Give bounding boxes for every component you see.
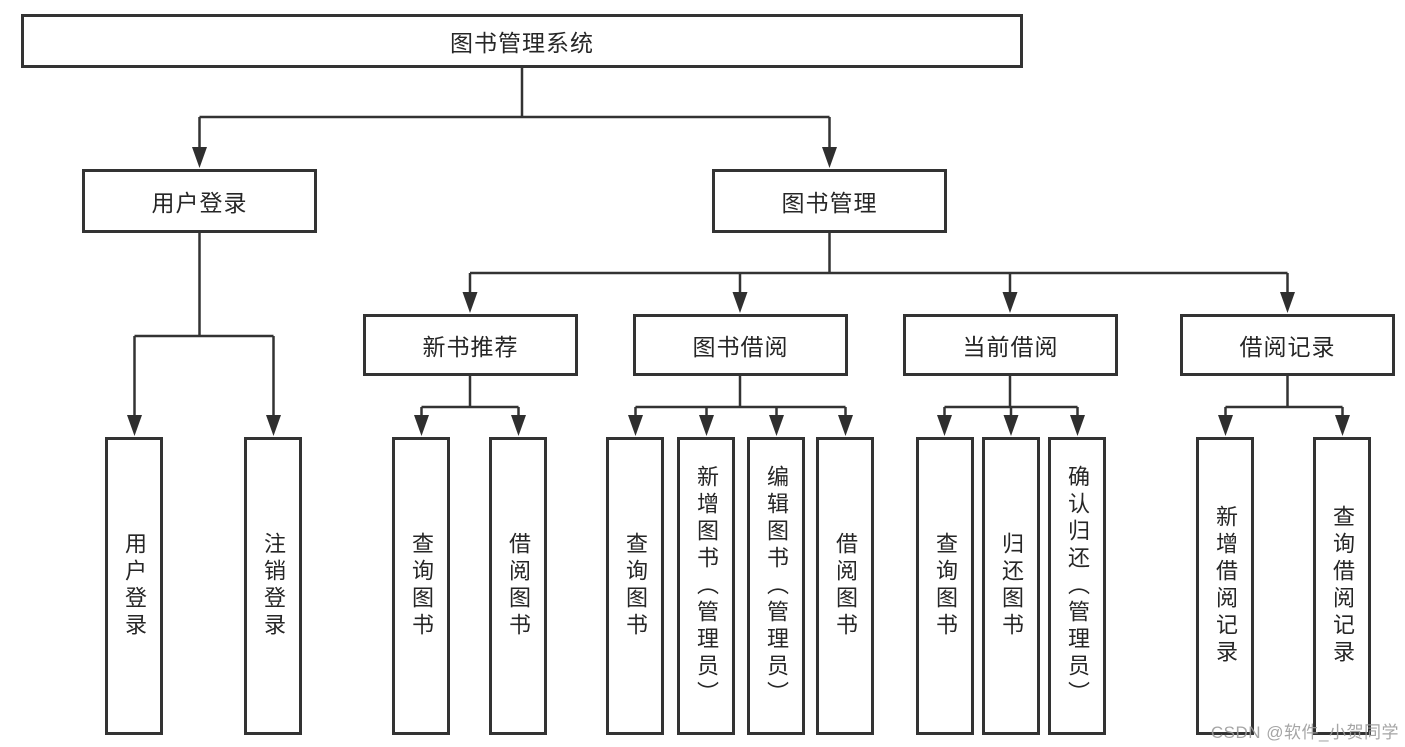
leaf-return-book: 归还图书 bbox=[982, 437, 1040, 735]
leaf-confirm-return-admin: 确认归还（管理员） bbox=[1048, 437, 1106, 735]
node-current-borrowing: 当前借阅 bbox=[903, 314, 1118, 376]
leaf-borrow-book-recommend: 借阅图书 bbox=[489, 437, 547, 735]
tree-stem-lines bbox=[133, 117, 1344, 418]
leaf-logout: 注销登录 bbox=[244, 437, 302, 735]
leaf-borrow-book-borrowing: 借阅图书 bbox=[816, 437, 874, 735]
csdn-watermark: CSDN @软件_小贺同学 bbox=[1210, 723, 1399, 742]
node-book-management-group: 图书管理 bbox=[712, 169, 947, 233]
leaf-edit-book-admin: 编辑图书（管理员） bbox=[747, 437, 805, 735]
node-book-borrowing: 图书借阅 bbox=[633, 314, 848, 376]
node-new-book-recommend: 新书推荐 bbox=[363, 314, 578, 376]
leaf-add-book-admin: 新增图书（管理员） bbox=[677, 437, 735, 735]
leaf-query-book-borrowing: 查询图书 bbox=[606, 437, 664, 735]
node-borrowing-records: 借阅记录 bbox=[1180, 314, 1395, 376]
leaf-query-book-current: 查询图书 bbox=[916, 437, 974, 735]
leaf-add-borrow-record: 新增借阅记录 bbox=[1196, 437, 1254, 735]
tree-branch-lines bbox=[134, 68, 1343, 409]
leaf-user-login: 用户登录 bbox=[105, 437, 163, 735]
leaf-query-book-recommend: 查询图书 bbox=[392, 437, 450, 735]
node-user-login-group: 用户登录 bbox=[82, 169, 317, 233]
leaf-query-borrow-record: 查询借阅记录 bbox=[1313, 437, 1371, 735]
node-system-root: 图书管理系统 bbox=[21, 14, 1023, 68]
